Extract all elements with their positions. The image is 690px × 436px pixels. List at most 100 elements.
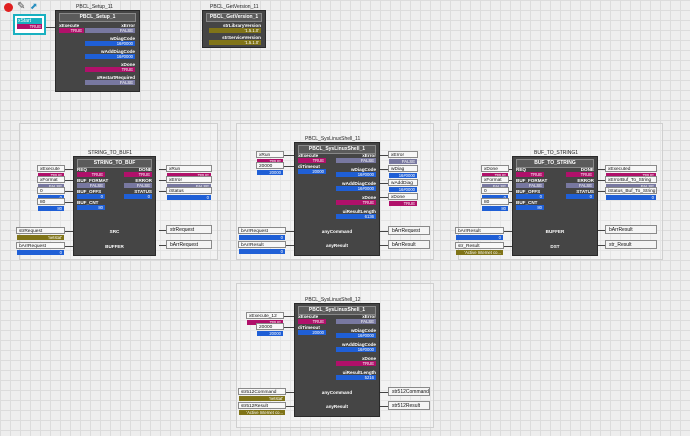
sls12-in-var-0[interactable]: xExecute_12TRUE <box>246 312 284 325</box>
pencil-icon[interactable]: ✎ <box>17 1 26 12</box>
stb-buf-out[interactable]: bArrRequest <box>166 240 212 249</box>
stb-buf-var-label: bArrRequest <box>19 244 46 249</box>
stb-in-pinval-2: 0 <box>77 194 105 199</box>
sls12-in-var-0-value: TRUE <box>247 320 283 325</box>
stb-src-out-wire <box>159 230 166 231</box>
stb-src-in-wire <box>65 231 73 232</box>
bts-in-wire-3 <box>509 202 512 203</box>
sls12-cmd-out[interactable]: str512Command <box>388 387 430 396</box>
stb-in-var-2-value: 0 <box>38 195 64 200</box>
sls11-out-pinval-2: 16#0000 <box>336 186 376 191</box>
sls12-in-var-1-label: 20000 <box>259 325 273 330</box>
sls11-in-wire-0 <box>284 155 294 156</box>
bts-dst-out-wire <box>598 245 605 246</box>
bts-in-pin-0: REQ <box>516 167 526 172</box>
sls12-out-pinval-2: 16#0000 <box>336 347 376 352</box>
sls12-out-pinval-0: FALSE <box>336 319 376 324</box>
sls11-res-out[interactable]: bArrResult <box>388 240 430 249</box>
getversion-block[interactable]: PBCL_GetVersion_1 strLibraryVersion'1.5.… <box>202 10 266 48</box>
stb-src-var[interactable]: strRequest'netstat' <box>16 227 65 240</box>
record-icon[interactable] <box>4 3 13 12</box>
sls12-res-var-label: str512Result <box>241 404 268 409</box>
sls12-out-pin-3: xDone <box>361 356 376 361</box>
gv-out-0: strLibraryVersion <box>222 23 261 28</box>
sls12-res-out[interactable]: str512Result <box>388 401 430 410</box>
sls11-cmd-in-wire <box>286 231 294 232</box>
stb-out-var-0[interactable]: xRunTRUE <box>166 165 212 178</box>
stb-type: STRING_TO_BUF <box>77 159 152 168</box>
sls11-out-var-1-label: wDiag <box>391 167 405 172</box>
bts-out-var-0-label: xExecuted <box>608 167 631 172</box>
cursor-icon[interactable]: ⬈ <box>30 1 38 11</box>
stb-out-pin-2: STATUS <box>134 189 152 194</box>
setup-out-value-4: FALSE <box>85 80 135 85</box>
bts-in-var-1-value: FALSE <box>482 184 508 189</box>
stb-in-var-1[interactable]: xFormatFALSE <box>37 176 65 189</box>
sls12-out-pin-4: uiResultLength <box>342 370 376 375</box>
sls11-out-var-0-value: FALSE <box>389 159 417 164</box>
sls12-cmd-in-wire <box>286 392 294 393</box>
sls11-out-pinval-3: TRUE <box>336 200 376 205</box>
sls12-cmd-var[interactable]: str512Command'netstat' <box>238 388 286 401</box>
bts-out-pin-0: DONE <box>580 167 594 172</box>
bts-out-var-0[interactable]: xExecutedTRUE <box>605 165 657 178</box>
sls11-out-pin-0: xError <box>362 153 376 158</box>
sls11-out-var-1-value: 16#0000 <box>389 173 417 178</box>
sls11-cmd-out[interactable]: bArrRequest <box>388 226 430 235</box>
setup-type: PBCL_Setup_1 <box>59 13 136 22</box>
xstart-variable[interactable]: xStart TRUE <box>13 14 46 35</box>
bts-in-pin-1: BUF_FORMAT <box>516 178 548 183</box>
stb-src-pin: SRC <box>109 229 120 234</box>
bts-buf-out[interactable]: bArrResult <box>605 225 657 234</box>
setup-out-1: wDiagCode <box>109 36 135 41</box>
setup-out-value-2: 16#0000 <box>85 54 135 59</box>
sls11-in-var-0-value: TRUE <box>257 159 283 164</box>
bts-instance-name: BUF_TO_STRING1 <box>534 150 579 156</box>
sls11-in-pinval-0: TRUE <box>298 158 326 163</box>
setup-out-value-0: FALSE <box>85 28 135 33</box>
sls11-out-var-2-value: 16#0000 <box>389 187 417 192</box>
stb-in-var-3-label: 80 <box>40 200 46 205</box>
stb-src-out[interactable]: strRequest <box>166 225 212 234</box>
bts-dst-out[interactable]: str_Result <box>605 240 657 249</box>
bts-dst-pin: DST <box>550 244 560 249</box>
bts-in-var-2[interactable]: 00 <box>481 187 509 200</box>
sls12-res-var[interactable]: str512Result'Active Internet co... <box>238 402 286 415</box>
stb-in-pin-2: BUF_OFFS <box>77 189 102 194</box>
bts-out-var-1[interactable]: xErrorBuf_To_StringFALSE <box>605 176 657 189</box>
stb-out-var-0-value: TRUE <box>167 173 211 178</box>
setup-out-3: xDone <box>120 62 135 67</box>
bts-dst-var[interactable]: str_Result'Active Internet co... <box>455 242 504 255</box>
stb-in-pinval-0: TRUE <box>77 172 105 177</box>
bts-out-wire-2 <box>598 191 605 192</box>
bts-in-var-1[interactable]: xFormatFALSE <box>481 176 509 189</box>
sls11-type: PBCL_SysLinuxShell_1 <box>298 145 376 154</box>
stb-in-var-2[interactable]: 00 <box>37 187 65 200</box>
xstart-value: TRUE <box>17 24 42 29</box>
stb-out-pin-0: DONE <box>138 167 152 172</box>
sls11-in-var-0[interactable]: xRunTRUE <box>256 151 284 164</box>
bts-out-wire-0 <box>598 169 605 170</box>
